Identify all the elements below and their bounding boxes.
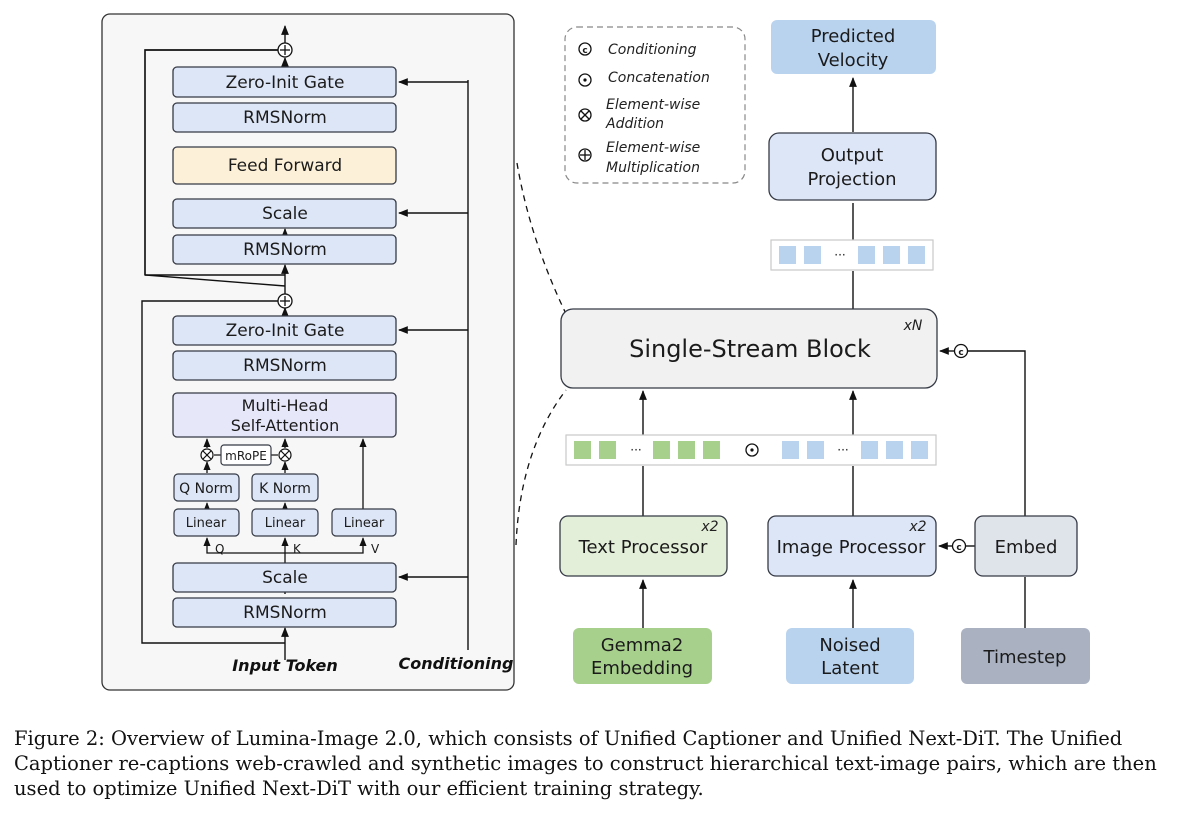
legend-box — [564, 26, 746, 184]
linear-k-label: Linear — [265, 516, 306, 531]
output-token-strip: ··· — [770, 239, 934, 271]
conditioning-glyph-block: c — [958, 348, 963, 358]
ffn-block: Zero-Init Gate RMSNorm Feed Forward Scal… — [172, 66, 397, 265]
image-processor-box — [767, 515, 937, 577]
gemma-embedding-box — [573, 628, 712, 684]
text-strip-ellipsis: ··· — [630, 443, 641, 457]
linear-v-box — [331, 508, 397, 537]
text-processor-box — [559, 515, 728, 577]
rmsnorm-box-1 — [172, 102, 397, 133]
conditioning-icon-block: c — [953, 343, 969, 359]
architecture-diagram: Zero-Init Gate RMSNorm Feed Forward Scal… — [101, 13, 1090, 691]
legend-multiplication-label-2: Multiplication — [606, 160, 700, 176]
rmsnorm-label-3: RMSNorm — [243, 356, 327, 376]
linear-q-label: Linear — [186, 516, 227, 531]
noised-latent-box — [786, 628, 914, 684]
zoom-line-bottom — [515, 389, 567, 546]
legend-conditioning-label: Conditioning — [608, 42, 697, 58]
k-norm-label: K Norm — [259, 481, 311, 497]
residual-add-icon-middle — [277, 293, 293, 309]
legend-addition-label-1: Element-wise — [606, 97, 700, 113]
concatenation-icon — [745, 443, 759, 457]
zero-init-gate-label-top: Zero-Init Gate — [226, 73, 345, 93]
feed-forward-label: Feed Forward — [228, 156, 342, 176]
single-stream-multiplier: xN — [903, 318, 923, 334]
timestep-box — [961, 628, 1090, 684]
conditioning-input-label: Conditioning — [399, 654, 514, 673]
self-attention-box — [172, 392, 397, 438]
k-input-label: K — [293, 542, 302, 556]
linear-k-box — [251, 508, 319, 537]
legend-concatenation-label: Concatenation — [608, 70, 710, 86]
embed-box — [974, 515, 1078, 577]
predicted-velocity-label-1: Predicted — [811, 26, 896, 47]
mrope-box — [220, 444, 272, 466]
conditioning-icon-image: c — [951, 538, 967, 554]
scale-label-1: Scale — [262, 204, 308, 224]
scale-label-2: Scale — [262, 568, 308, 588]
zero-init-gate-box-bottom — [172, 315, 397, 346]
conditioning-line — [398, 78, 469, 650]
rmsnorm-label-4: RMSNorm — [243, 603, 327, 623]
input-token-strip: ··· ··· — [565, 434, 937, 466]
self-attention-label-line2: Self-Attention — [231, 416, 339, 435]
attn-residual-path — [141, 300, 285, 644]
figure-caption: Figure 2: Overview of Lumina-Image 2.0, … — [14, 727, 1157, 800]
rmsnorm-box-2 — [172, 234, 397, 265]
noised-latent-label-2: Latent — [821, 658, 879, 679]
output-projection-label-1: Output — [821, 145, 884, 166]
attention-block: Zero-Init Gate RMSNorm Multi-Head Self-A… — [172, 315, 397, 628]
self-attention-label-line1: Multi-Head — [242, 396, 329, 415]
multiply-icon-k — [278, 448, 292, 462]
output-projection-box — [768, 132, 937, 201]
zoom-line-top — [516, 162, 569, 319]
q-norm-box — [173, 473, 240, 502]
q-norm-label: Q Norm — [179, 481, 233, 497]
rmsnorm-box-3 — [172, 350, 397, 381]
noised-latent-label-1: Noised — [819, 635, 880, 656]
q-input-label: Q — [215, 542, 224, 556]
rmsnorm-box-4 — [172, 597, 397, 628]
rmsnorm-label-2: RMSNorm — [243, 240, 327, 260]
zero-init-gate-label-bottom: Zero-Init Gate — [226, 321, 345, 341]
single-stream-block-label: Single-Stream Block — [629, 335, 871, 363]
text-processor-multiplier: x2 — [700, 519, 718, 535]
legend-multiplication-label-1: Element-wise — [606, 140, 700, 156]
conditioning-glyph-image: c — [956, 543, 961, 553]
scale-box-2 — [172, 562, 397, 593]
residual-add-icon-top — [277, 42, 293, 58]
legend-conditioning-icon: c — [578, 42, 592, 56]
output-strip-ellipsis: ··· — [834, 248, 845, 262]
zero-init-gate-box-top — [172, 66, 397, 98]
v-input-label: V — [371, 542, 380, 556]
legend-concatenation-icon — [578, 73, 592, 87]
input-token-label: Input Token — [232, 656, 338, 675]
multiply-icon-q — [200, 448, 214, 462]
image-strip-ellipsis: ··· — [837, 443, 848, 457]
image-processor-multiplier: x2 — [908, 519, 926, 535]
linear-v-label: Linear — [344, 516, 385, 531]
predicted-velocity-box — [771, 20, 936, 74]
linear-q-box — [173, 508, 240, 537]
predicted-velocity-label-2: Velocity — [818, 50, 889, 71]
timestep-label: Timestep — [983, 647, 1067, 668]
legend-addition-label-2: Addition — [605, 116, 664, 132]
output-projection-label-2: Projection — [807, 169, 896, 190]
gemma-embedding-label-1: Gemma2 — [601, 635, 684, 656]
k-norm-box — [251, 473, 319, 502]
gemma-embedding-label-2: Embedding — [591, 658, 693, 679]
rmsnorm-label-1: RMSNorm — [243, 108, 327, 128]
legend-multiply-icon — [578, 108, 592, 122]
scale-box-1 — [172, 198, 397, 229]
image-processor-label: Image Processor — [777, 537, 926, 558]
text-processor-label: Text Processor — [578, 537, 708, 558]
mrope-label: mRoPE — [225, 449, 267, 463]
embed-label: Embed — [995, 537, 1058, 558]
single-stream-block-box — [560, 308, 938, 389]
feed-forward-box — [172, 146, 397, 185]
legend-conditioning-glyph: c — [582, 46, 587, 56]
legend-add-icon — [578, 148, 592, 162]
